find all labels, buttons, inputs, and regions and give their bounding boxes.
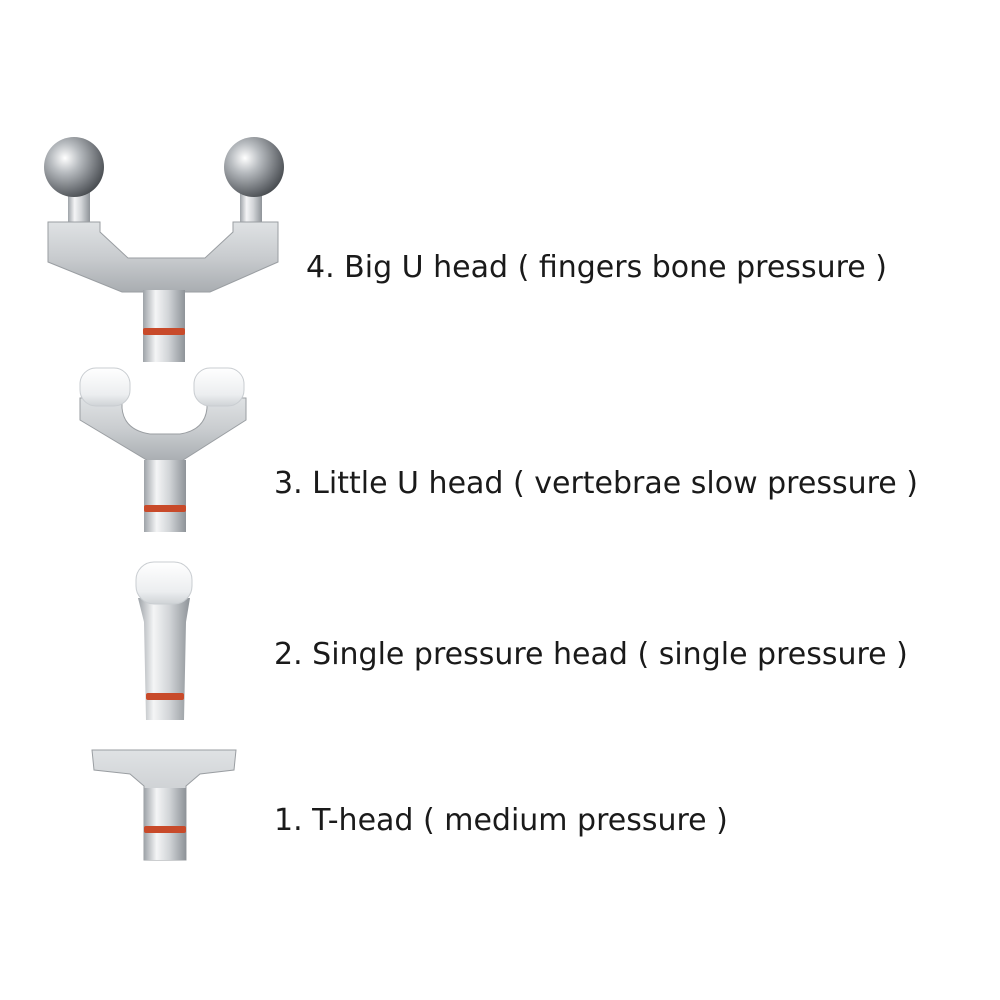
steel-ball-right: [224, 137, 284, 197]
o-ring: [144, 505, 186, 512]
rubber-cap-right: [193, 367, 245, 407]
big-u-head-image: [44, 137, 284, 362]
big-u-head-label: 4. Big U head ( fingers bone pressure ): [306, 250, 887, 285]
steel-ball-left: [44, 137, 104, 197]
t-head-label: 1. T-head ( medium pressure ): [274, 803, 728, 838]
o-ring: [146, 693, 184, 700]
t-head-image: [91, 749, 237, 861]
single-pressure-head-image: [135, 561, 193, 720]
single-pressure-head-label: 2. Single pressure head ( single pressur…: [274, 637, 908, 672]
little-u-head-label: 3. Little U head ( vertebrae slow pressu…: [274, 466, 918, 501]
rubber-cap-left: [79, 367, 131, 407]
rubber-cap: [135, 561, 193, 605]
o-ring: [143, 328, 185, 335]
o-ring: [144, 826, 186, 833]
little-u-head-image: [79, 367, 247, 532]
